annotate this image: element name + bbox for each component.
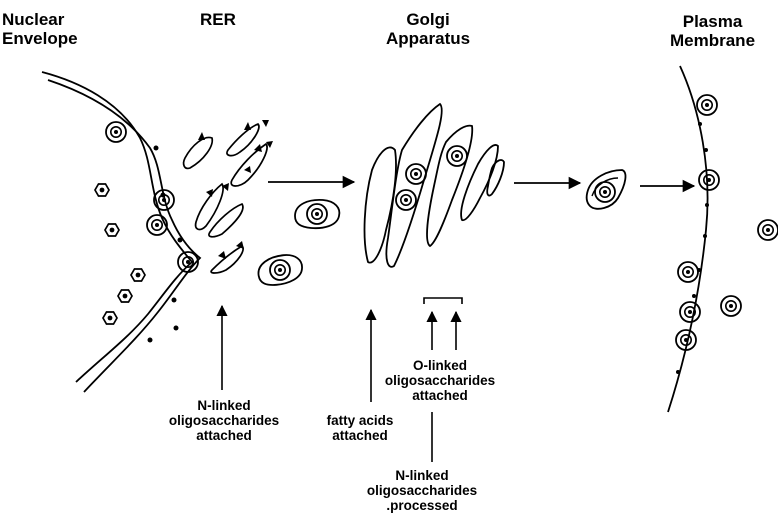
secretory-vesicle: [587, 170, 626, 209]
plasma-membrane: [668, 66, 709, 412]
nuclear-hexagon-proteins: [95, 184, 145, 324]
label-fatty-acids: fatty acids attached: [327, 413, 394, 443]
membrane-proteins: [676, 95, 719, 350]
nuclear-proteins: [106, 122, 198, 272]
rer-cisternae: [184, 124, 267, 273]
nuclear-envelope-membrane: [42, 72, 200, 392]
label-o-linked: O-linked oligosaccharides attached: [385, 358, 495, 403]
flow-arrows: [268, 182, 694, 186]
secreted-proteins: [721, 220, 778, 316]
label-n-linked-processed: N-linked oligosaccharides .processed: [367, 468, 477, 513]
label-n-linked-attached: N-linked oligosaccharides attached: [169, 398, 279, 443]
golgi-cisternae: [365, 104, 504, 267]
o-linked-bracket: [424, 298, 462, 304]
header-rer: RER: [200, 10, 236, 29]
rer-golgi-vesicles: [256, 200, 339, 288]
